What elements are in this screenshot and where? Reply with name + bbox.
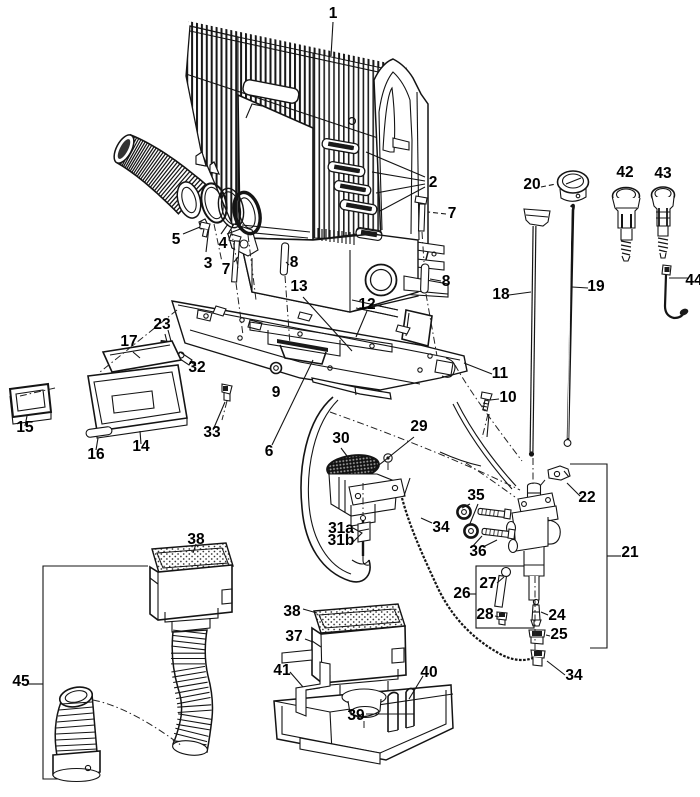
svg-text:15: 15 xyxy=(16,419,34,436)
svg-text:4: 4 xyxy=(219,235,228,252)
svg-text:45: 45 xyxy=(12,673,30,690)
svg-text:29: 29 xyxy=(410,418,428,435)
svg-text:44: 44 xyxy=(685,272,700,289)
svg-text:3: 3 xyxy=(204,255,213,272)
svg-text:26: 26 xyxy=(453,585,471,602)
svg-text:39: 39 xyxy=(347,707,365,724)
svg-text:5: 5 xyxy=(172,231,181,248)
svg-text:28: 28 xyxy=(476,606,494,623)
svg-text:10: 10 xyxy=(499,389,516,406)
svg-text:8: 8 xyxy=(290,254,299,271)
svg-text:22: 22 xyxy=(578,489,595,506)
svg-text:13: 13 xyxy=(290,278,308,295)
svg-text:42: 42 xyxy=(616,164,633,181)
svg-text:16: 16 xyxy=(87,446,105,463)
svg-text:33: 33 xyxy=(203,424,221,441)
svg-text:7: 7 xyxy=(448,205,457,222)
svg-text:38: 38 xyxy=(283,603,301,620)
svg-text:19: 19 xyxy=(587,278,605,295)
svg-text:24: 24 xyxy=(548,607,566,624)
svg-text:17: 17 xyxy=(120,333,137,350)
svg-text:27: 27 xyxy=(479,575,496,592)
svg-text:23: 23 xyxy=(153,316,171,333)
svg-text:36: 36 xyxy=(469,543,487,560)
svg-text:31b: 31b xyxy=(328,532,355,549)
svg-text:25: 25 xyxy=(550,626,568,643)
svg-text:11: 11 xyxy=(492,365,509,382)
svg-text:14: 14 xyxy=(132,438,150,455)
svg-text:18: 18 xyxy=(492,286,510,303)
svg-text:20: 20 xyxy=(523,176,540,193)
svg-text:30: 30 xyxy=(332,430,349,447)
svg-text:7: 7 xyxy=(222,261,231,278)
svg-text:6: 6 xyxy=(265,443,274,460)
svg-text:34: 34 xyxy=(565,667,583,684)
svg-text:37: 37 xyxy=(285,628,302,645)
svg-text:32: 32 xyxy=(188,359,205,376)
svg-text:38: 38 xyxy=(187,531,205,548)
svg-text:9: 9 xyxy=(272,384,281,401)
svg-text:8: 8 xyxy=(442,273,451,290)
svg-text:12: 12 xyxy=(358,296,375,313)
svg-text:1: 1 xyxy=(329,5,338,22)
svg-text:40: 40 xyxy=(420,664,437,681)
svg-text:41: 41 xyxy=(273,662,291,679)
svg-text:34: 34 xyxy=(432,519,450,536)
svg-text:43: 43 xyxy=(654,165,672,182)
svg-text:2: 2 xyxy=(429,174,438,191)
svg-text:35: 35 xyxy=(467,487,485,504)
svg-text:31a: 31a xyxy=(328,520,354,537)
svg-text:21: 21 xyxy=(621,544,639,561)
